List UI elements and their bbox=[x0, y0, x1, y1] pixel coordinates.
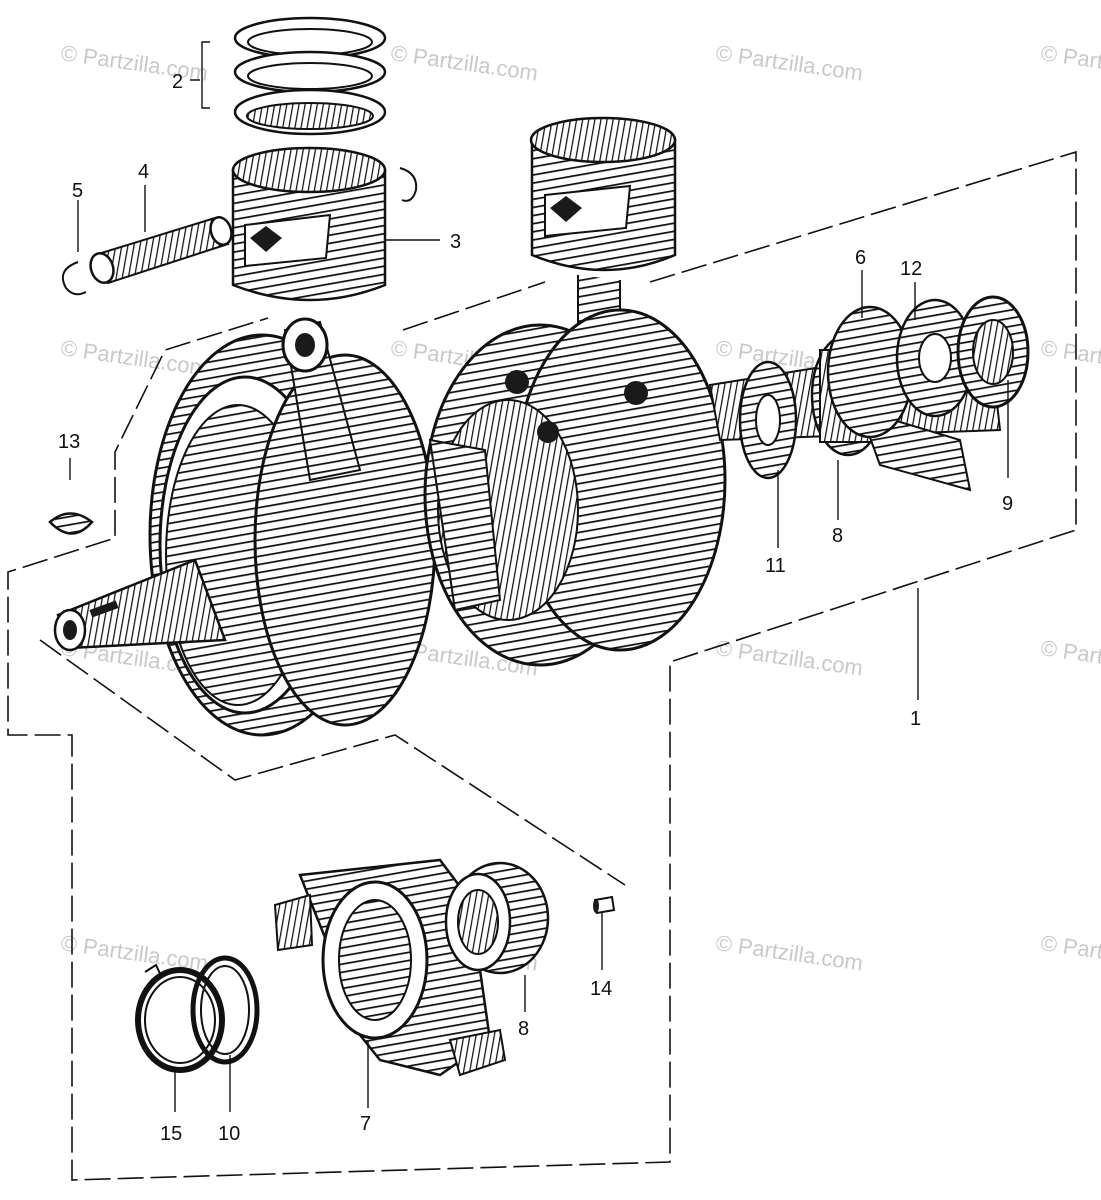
callout-3: 3 bbox=[450, 231, 461, 253]
callout-14: 14 bbox=[590, 978, 612, 1000]
crankshaft-right-flywheel bbox=[423, 308, 727, 667]
piston-pin bbox=[62, 216, 233, 296]
watermark: © Partzilla.com bbox=[714, 635, 864, 680]
watermark: © Partzilla.com bbox=[1039, 40, 1101, 85]
watermark: © Partzilla.com bbox=[59, 40, 209, 85]
assembly-boundary bbox=[7, 150, 1077, 1181]
leader-lines bbox=[69, 41, 1009, 1112]
callout-5: 5 bbox=[72, 180, 83, 202]
crankshaft-taper-end bbox=[53, 558, 227, 652]
callout-12: 12 bbox=[900, 258, 922, 280]
woodruff-key bbox=[48, 512, 94, 535]
watermark: © Partzilla.com bbox=[1039, 335, 1101, 380]
needle-bearing bbox=[444, 861, 550, 975]
bearing-holder bbox=[273, 858, 507, 1077]
callout-8-upper: 8 bbox=[832, 525, 843, 547]
callout-11: 11 bbox=[765, 555, 786, 577]
circlip-pair bbox=[135, 955, 260, 1073]
crankshaft-left-flywheel bbox=[148, 317, 437, 737]
callout-15: 15 bbox=[160, 1123, 182, 1145]
watermark: © Partzilla.com bbox=[1039, 635, 1101, 680]
callout-labels: 1 2 3 4 5 6 7 8 8 9 10 11 12 13 14 15 bbox=[58, 71, 1013, 1145]
callout-4: 4 bbox=[138, 161, 149, 183]
right-shaft-assembly bbox=[708, 295, 1030, 492]
watermark: © Partzilla.com bbox=[389, 40, 539, 85]
callout-6: 6 bbox=[855, 247, 866, 269]
watermark: © Partzilla.com bbox=[1039, 930, 1101, 975]
callout-1: 1 bbox=[910, 708, 921, 730]
dowel-pin bbox=[593, 895, 616, 915]
watermark: © Partzilla.com bbox=[714, 930, 864, 975]
callout-2: 2 bbox=[172, 71, 183, 93]
piston-rings bbox=[233, 16, 387, 136]
watermark: © Partzilla.com bbox=[714, 40, 864, 85]
callout-8-lower: 8 bbox=[518, 1018, 529, 1040]
callout-10: 10 bbox=[218, 1123, 240, 1145]
piston bbox=[231, 146, 418, 302]
watermark: © Partzilla.com bbox=[59, 335, 209, 380]
callout-9: 9 bbox=[1002, 493, 1013, 515]
callout-13: 13 bbox=[58, 431, 80, 453]
callout-7: 7 bbox=[360, 1113, 371, 1135]
